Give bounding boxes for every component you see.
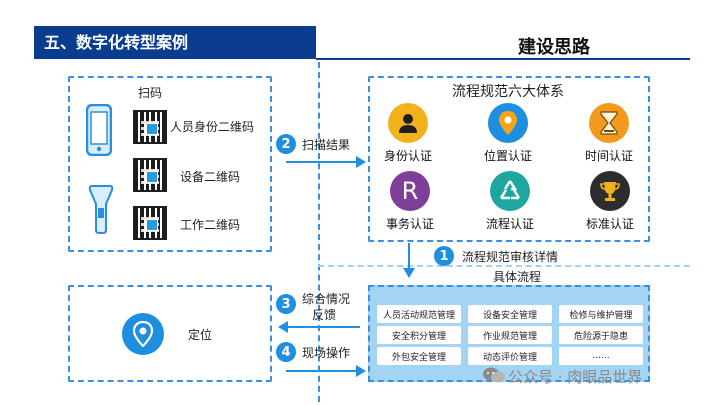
cert-label-affair: 事务认证 [385, 217, 434, 231]
hourglass-icon [589, 103, 629, 143]
process-item: 动态评价管理 [468, 347, 552, 365]
process-title: 具体流程 [493, 270, 542, 284]
scan-item-device: 设备二维码 [180, 170, 241, 184]
cert-label-location: 位置认证 [483, 149, 532, 163]
process-item: 检修与维护管理 [559, 305, 643, 323]
arrow-head-left [278, 321, 288, 333]
qr-code-icon [133, 206, 167, 240]
scan-item-work: 工作二维码 [180, 218, 241, 232]
trophy-icon [590, 171, 630, 211]
arrow-head-down [403, 268, 415, 278]
step-badge-1: 1 [434, 246, 454, 266]
scan-title: 扫码 [138, 86, 163, 100]
step-label-1: 流程规范审核详情 [462, 250, 559, 264]
step-badge-2: 2 [276, 134, 296, 154]
system-title: 流程规范六大体系 [452, 84, 564, 100]
arrow-right-2 [286, 370, 360, 372]
step-badge-3: 3 [276, 294, 296, 314]
arrow-head-right [356, 156, 366, 168]
process-item: 安全积分管理 [377, 326, 461, 344]
row-separator [318, 265, 690, 267]
cert-label-identity: 身份认证 [383, 149, 432, 163]
step-label-3-line1: 综合情况 [302, 292, 351, 306]
cert-label-process: 流程认证 [485, 217, 534, 231]
process-item: 设备安全管理 [468, 305, 552, 323]
locate-label: 定位 [188, 328, 213, 342]
phone-icon [85, 103, 113, 157]
qr-code-icon [133, 158, 167, 192]
location-marker-icon [122, 313, 164, 355]
process-item: ...... [559, 347, 643, 365]
registered-r-icon: R [390, 171, 430, 211]
location-pin-icon [488, 103, 528, 143]
process-item: 作业规范管理 [468, 326, 552, 344]
locate-box [68, 285, 272, 382]
qr-code-icon [133, 110, 167, 144]
scan-item-person: 人员身份二维码 [170, 120, 255, 134]
process-item: 人员活动规范管理 [377, 305, 461, 323]
step-badge-4: 4 [276, 342, 296, 362]
process-item: 危险源于隐患 [559, 326, 643, 344]
wechat-icon [482, 366, 506, 384]
header-band [34, 26, 316, 59]
step-label-4: 现场操作 [302, 346, 351, 360]
arrow-head-right-2 [356, 365, 366, 377]
arrow-left [286, 326, 360, 328]
watermark-text: 公众号 · 肉眼品世界 [508, 368, 643, 386]
page-title: 建设思路 [518, 37, 590, 58]
cert-label-standard: 标准认证 [585, 217, 634, 231]
arrow-down [408, 243, 410, 269]
section-title: 五、数字化转型案例 [44, 33, 189, 52]
process-item: 外包安全管理 [377, 347, 461, 365]
cert-label-time: 时间认证 [584, 149, 633, 163]
header-divider [316, 58, 690, 60]
center-divider [318, 62, 320, 402]
person-icon [388, 103, 428, 143]
system-box [368, 76, 650, 242]
barcode-scanner-icon [88, 184, 114, 234]
step-label-3-line2: 反馈 [312, 308, 337, 322]
arrow-right [286, 161, 360, 163]
recycle-icon [490, 171, 530, 211]
scan-box [68, 76, 272, 252]
step-label-2: 扫描结果 [302, 138, 351, 152]
